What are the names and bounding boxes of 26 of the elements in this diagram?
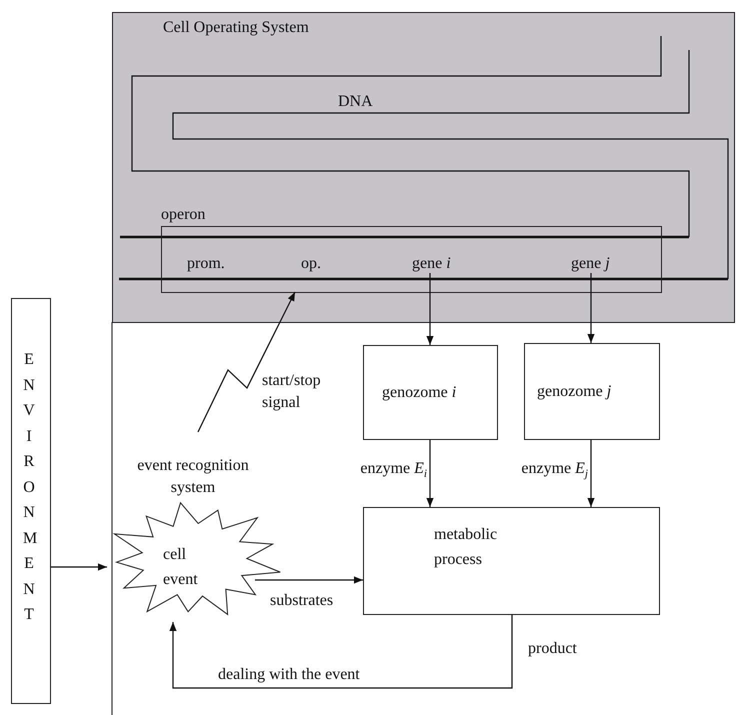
gene-segment-label: gene j (571, 254, 625, 274)
environment-label: ENVIRONMENT (23, 350, 39, 625)
gene-segment-label: op. (301, 254, 327, 274)
arrow (169, 615, 513, 689)
process-box (363, 345, 498, 440)
process-box (524, 343, 660, 440)
process-box (363, 507, 660, 615)
arrow (426, 440, 434, 507)
arrow (587, 273, 595, 343)
operon-heading: operon (161, 206, 206, 224)
process-label: genozome j (537, 382, 612, 402)
arrow (51, 563, 107, 571)
node-caption: event recognition system (136, 456, 250, 498)
event-label: cell event (163, 545, 199, 590)
diagram-label: product (528, 640, 577, 658)
gene-segment-label: prom. (187, 254, 231, 274)
cell-operating-system-panel (112, 12, 735, 323)
arrow (197, 292, 296, 432)
diagram-label: DNA (338, 93, 373, 111)
arrow (426, 273, 434, 345)
environment-bar (11, 298, 51, 704)
gene-segment-label: gene i (412, 254, 466, 274)
process-label: metabolic process (434, 525, 498, 570)
process-label: genozome i (382, 383, 458, 403)
arrow (587, 440, 595, 507)
panel-title: Cell Operating System (163, 19, 309, 37)
